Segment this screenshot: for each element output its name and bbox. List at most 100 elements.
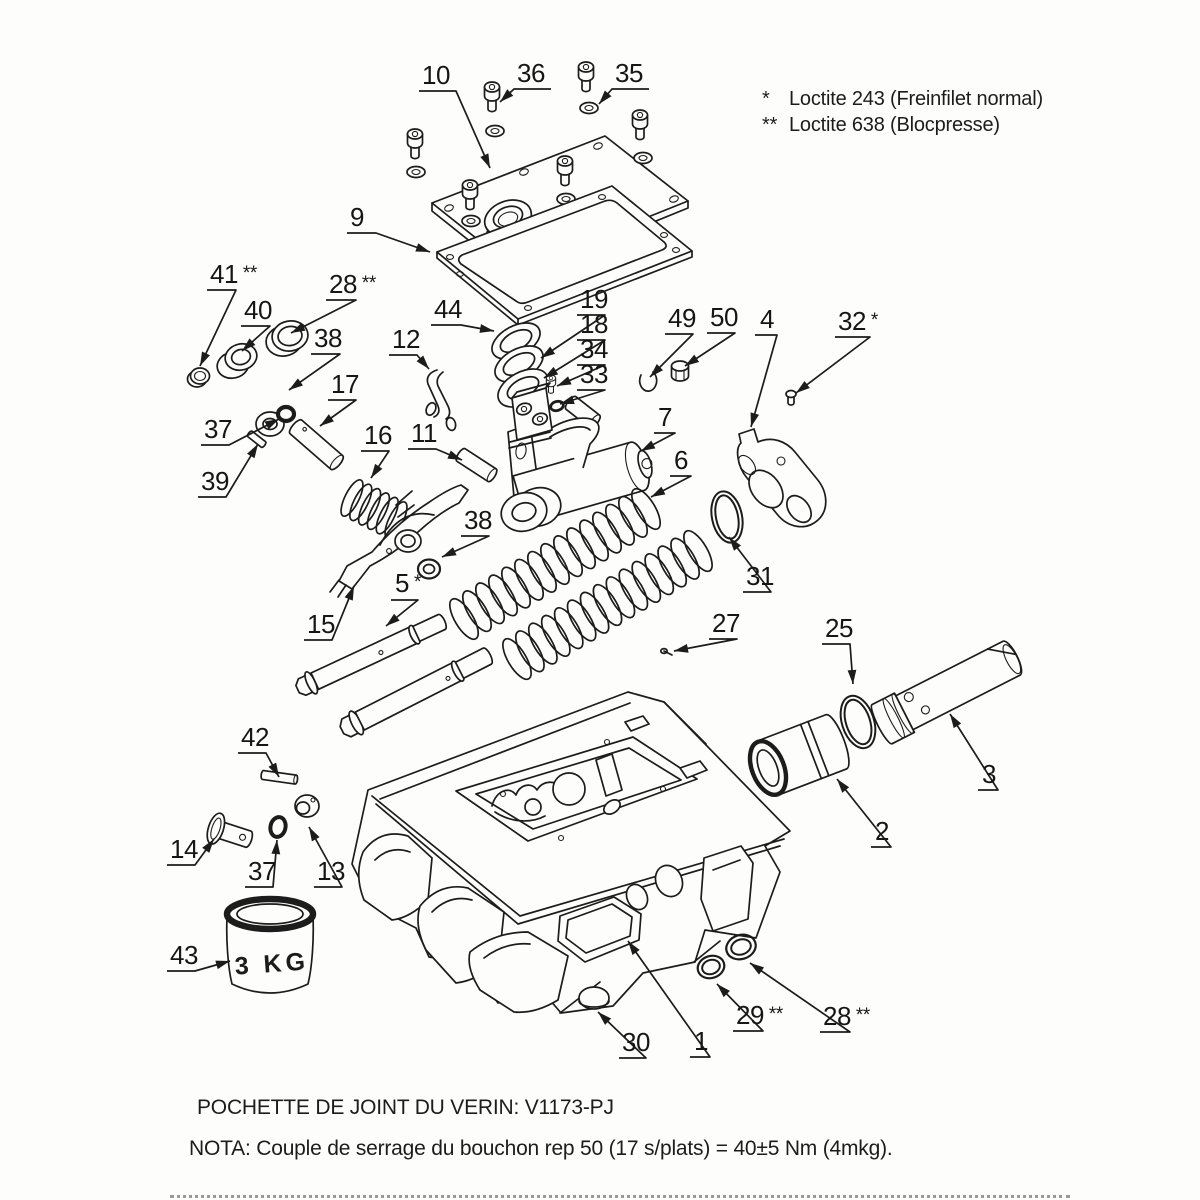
leader-line-17 (319, 399, 357, 427)
part-label-10: 10 (422, 60, 450, 90)
leader-arrowhead-43 (215, 960, 230, 970)
leader-arrowhead-42 (268, 762, 279, 777)
leader-line-3 (949, 713, 999, 791)
leader-line-32 (795, 336, 871, 394)
part-label-25: 25 (825, 613, 853, 643)
leader-arrowhead-50 (685, 354, 700, 366)
part-pin-17 (288, 418, 345, 471)
legend-text: Loctite 638 (Blocpresse) (789, 114, 1000, 136)
legend-text: Loctite 243 (Freinfilet normal) (789, 88, 1043, 110)
part-label-16: 16 (364, 420, 392, 450)
leader-arrowhead-37 (271, 840, 281, 855)
part-spring-6a (448, 487, 662, 641)
leader-line-13 (308, 826, 343, 888)
leader-line-27 (673, 638, 738, 652)
part-screw-32 (785, 389, 797, 406)
part-sleeve-2 (747, 713, 850, 797)
part-clip-12 (425, 369, 457, 432)
part-axis-5b (339, 647, 494, 738)
part-label-13: 13 (317, 856, 345, 886)
leader-arrowhead-28 (291, 322, 306, 333)
leader-arrowhead-15 (344, 586, 354, 601)
leader-arrowhead-19 (541, 346, 556, 358)
leader-line-6 (650, 475, 692, 498)
part-label-37: 37 (204, 414, 232, 444)
part-label-49: 49 (668, 303, 696, 333)
legend-star: ** (762, 114, 778, 136)
part-cap-30 (578, 986, 610, 1010)
can-weight-label: 3 KG (234, 947, 310, 980)
leader-line-9 (347, 232, 431, 253)
leader-arrowhead-38 (442, 547, 457, 557)
part-label-31: 31 (746, 561, 774, 591)
leader-arrowhead-25 (847, 669, 857, 684)
part-label-36: 36 (517, 58, 545, 88)
leader-line-19 (540, 314, 606, 359)
part-label-11: 11 (411, 418, 437, 448)
leader-line-2 (836, 778, 892, 848)
part-label-28-2star: 28** (329, 269, 377, 299)
part-label-7: 7 (658, 402, 672, 432)
leader-arrowhead-9 (415, 243, 430, 252)
part-label-38: 38 (464, 505, 492, 535)
part-label-5-1star: 5* (395, 568, 422, 598)
part-label-3: 3 (982, 759, 996, 789)
part-label-18: 18 (580, 309, 608, 339)
leader-arrowhead-41 (200, 351, 210, 366)
leader-arrowhead-13 (309, 827, 320, 842)
part-label-42: 42 (241, 722, 269, 752)
legend-row: ** Loctite 638 (Blocpresse) (762, 112, 1043, 138)
part-label-32-1star: 32* (838, 306, 879, 336)
part-plug-50 (670, 360, 690, 382)
leader-arrowhead-4 (750, 412, 760, 427)
torque-note: NOTA: Couple de serrage du bouchon rep 5… (189, 1137, 893, 1160)
leader-line-18 (543, 339, 606, 379)
leader-line-31 (728, 536, 772, 593)
leader-line-38 (441, 535, 490, 558)
part-label-34: 34 (580, 334, 608, 364)
part-piston-3 (870, 640, 1023, 745)
leader-arrowhead-3 (950, 714, 962, 729)
leader-line-28 (749, 962, 851, 1033)
leader-line-28 (290, 299, 357, 334)
part-pin-11 (455, 447, 498, 483)
leader-arrowhead-5 (386, 613, 400, 626)
part-label-35: 35 (615, 58, 643, 88)
part-oring-31 (710, 490, 744, 544)
leader-arrowhead-27 (674, 644, 689, 653)
part-label-19: 19 (580, 284, 608, 314)
leader-arrowhead-6 (651, 486, 666, 497)
part-ring-28b (725, 933, 757, 961)
part-bushing-13 (294, 794, 320, 818)
leader-arrowhead-10 (480, 153, 490, 168)
leader-arrowhead-49 (650, 363, 664, 377)
leader-line-50 (684, 332, 736, 367)
part-label-30: 30 (622, 1027, 650, 1057)
leader-line-15 (304, 585, 355, 641)
part-label-17: 17 (331, 369, 359, 399)
part-ring-41 (186, 367, 211, 388)
leader-arrowhead-1 (628, 941, 640, 955)
leader-line-25 (822, 643, 854, 685)
part-label-50: 50 (710, 302, 738, 332)
part-label-15: 15 (307, 609, 335, 639)
leader-line-29 (716, 983, 764, 1032)
part-label-2: 2 (875, 816, 889, 846)
leader-arrowhead-37 (264, 419, 279, 430)
part-label-44: 44 (434, 294, 462, 324)
leader-line-38 (288, 353, 341, 391)
leader-arrowhead-2 (837, 779, 850, 793)
part-label-12: 12 (392, 324, 420, 354)
part-flange-4 (736, 428, 827, 528)
part-label-1: 1 (694, 1026, 708, 1056)
leader-arrowhead-17 (320, 414, 334, 426)
part-label-4: 4 (760, 304, 774, 334)
part-pin-42 (260, 769, 299, 785)
leader-line-1 (627, 940, 711, 1058)
leader-arrowhead-38 (289, 378, 303, 390)
seal-kit-note: POCHETTE DE JOINT DU VERIN: V1173-PJ (197, 1096, 614, 1119)
part-label-29-2star: 29** (736, 1000, 784, 1030)
part-label-27: 27 (712, 608, 740, 638)
part-label-41-2star: 41** (210, 259, 258, 289)
part-label-43: 43 (170, 940, 198, 970)
